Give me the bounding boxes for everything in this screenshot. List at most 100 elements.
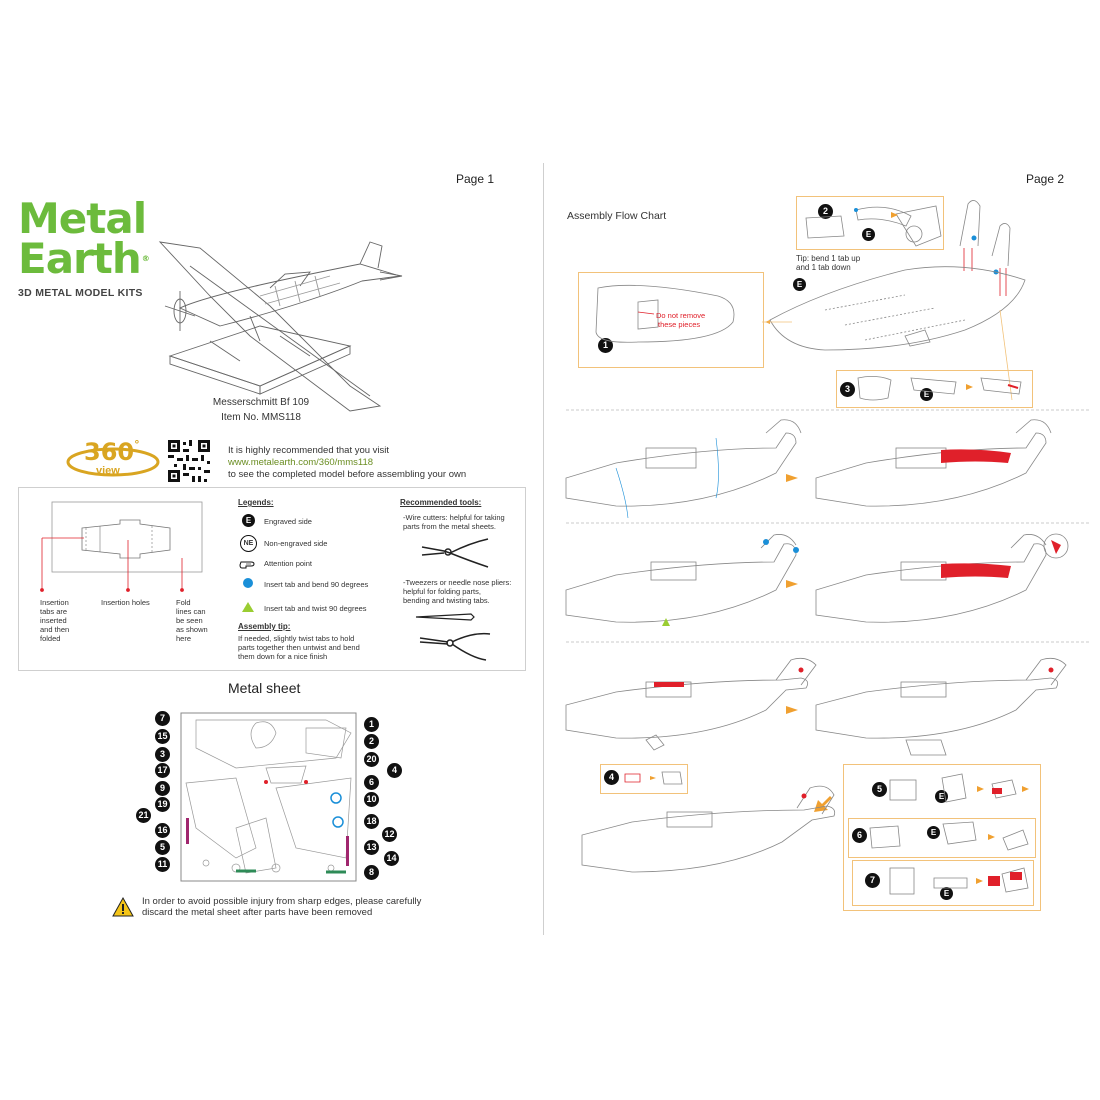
row-3-assembly xyxy=(565,657,1067,756)
view-360-badge[interactable]: 360° view xyxy=(66,436,160,482)
logo-line-2: Earth® xyxy=(18,234,150,283)
part-number-11: 11 xyxy=(155,857,170,872)
blue-dot-icon xyxy=(243,578,253,588)
part-number-15: 15 xyxy=(155,729,170,744)
step-1-box xyxy=(578,272,764,368)
part-number-6: 6 xyxy=(364,775,379,790)
recommend-line-3: to see the completed model before assemb… xyxy=(228,469,467,480)
legends-title: Legends: xyxy=(238,498,274,507)
metal-sheet-title: Metal sheet xyxy=(228,680,301,696)
step-7-box xyxy=(852,860,1034,906)
step-2-parts-illustration xyxy=(805,205,942,247)
arrow-down-left-icon xyxy=(814,796,832,812)
view-360-number: 360° xyxy=(84,438,140,466)
engraved-side-icon: E xyxy=(242,514,255,527)
model-name: Messerschmitt Bf 109 xyxy=(212,397,310,408)
part-number-12: 12 xyxy=(382,827,397,842)
part-number-21: 21 xyxy=(136,808,151,823)
steps-5-7-panel xyxy=(843,764,1041,911)
part-number-16: 16 xyxy=(155,823,170,838)
recommend-line-1: It is highly recommended that you visit xyxy=(228,445,390,456)
non-engraved-side-icon: NE xyxy=(240,535,257,552)
logo-line-1: Metal xyxy=(18,194,147,243)
row-1-assembly xyxy=(565,419,1052,519)
legend-attention-text: Attention point xyxy=(264,559,312,568)
step-2-badge: 2 xyxy=(818,204,833,219)
step-5-parts-illustration xyxy=(889,773,1029,803)
insertion-holes-label: Insertion holes xyxy=(101,598,150,607)
step-4-parts-illustration xyxy=(624,771,683,785)
step-4-badge: 4 xyxy=(604,770,619,785)
part-number-10: 10 xyxy=(364,792,379,807)
part-number-19: 19 xyxy=(155,797,170,812)
step-6-engraved-icon: E xyxy=(927,826,940,839)
pointing-hand-icon xyxy=(239,561,255,569)
wire-cutters-text: -Wire cutters: helpful for taking parts … xyxy=(403,513,505,531)
legend-non-engraved-text: Non-engraved side xyxy=(264,539,328,548)
assembly-flow-title: Assembly Flow Chart xyxy=(567,210,667,222)
step-3-badge: 3 xyxy=(840,382,855,397)
part-number-2: 2 xyxy=(364,734,379,749)
part-number-5: 5 xyxy=(155,840,170,855)
step-7-parts-illustration xyxy=(889,867,1029,895)
warning-line-2: discard the metal sheet after parts have… xyxy=(142,907,373,918)
fuselage-top-illustration xyxy=(765,266,1026,351)
step-7-engraved-icon: E xyxy=(940,887,953,900)
insertion-tabs-label: Insertion tabs are inserted and then fol… xyxy=(40,598,70,643)
needle-nose-pliers-icon xyxy=(419,632,491,661)
step-7-badge: 7 xyxy=(865,873,880,888)
step-5-badge: 5 xyxy=(872,782,887,797)
tab-tip-text: Tip: bend 1 tab up and 1 tab down xyxy=(796,254,861,272)
step-6-box xyxy=(848,818,1036,858)
do-not-remove-line-2: these pieces xyxy=(658,320,700,329)
green-triangle-icon xyxy=(242,602,254,612)
tweezers-icon xyxy=(415,613,475,621)
page-1-label: Page 1 xyxy=(456,172,495,186)
insertion-diagram xyxy=(40,501,203,592)
tweezers-text: -Tweezers or needle nose pliers: helpful… xyxy=(403,578,512,605)
legend-engraved-text: Engraved side xyxy=(264,517,312,526)
part-number-20: 20 xyxy=(364,752,379,767)
part-number-8: 8 xyxy=(364,865,379,880)
step-3-parts-illustration xyxy=(857,376,1022,401)
part-number-4: 4 xyxy=(387,763,402,778)
view-360-word: view xyxy=(96,465,120,477)
row-2-assembly xyxy=(565,533,1069,626)
step-1-badge: 1 xyxy=(598,338,613,353)
assembly-tip-text: If needed, slightly twist tabs to hold p… xyxy=(238,634,360,661)
part-number-13: 13 xyxy=(364,840,379,855)
item-number: Item No. MMS118 xyxy=(221,412,301,423)
fold-lines-label: Fold lines can be seen as shown here xyxy=(176,598,208,643)
part-number-1: 1 xyxy=(364,717,379,732)
step-2-engraved-icon: E xyxy=(862,228,875,241)
step-4-box xyxy=(600,764,688,794)
metal-sheet-diagram xyxy=(180,712,357,882)
step-3-box xyxy=(836,370,1033,408)
step-6-badge: 6 xyxy=(852,828,867,843)
step-1-fuselage-part: Do not remove these pieces xyxy=(595,284,735,343)
assembly-tip-title: Assembly tip: xyxy=(238,622,291,631)
part-number-7: 7 xyxy=(155,711,170,726)
warning-icon xyxy=(112,896,134,917)
qr-code-icon[interactable] xyxy=(168,440,210,482)
step-2-box xyxy=(796,196,944,250)
do-not-remove-line-1: Do not remove xyxy=(656,311,705,320)
wire-cutters-icon xyxy=(421,538,489,568)
part-number-18: 18 xyxy=(364,814,379,829)
step-6-parts-illustration xyxy=(869,821,1029,851)
tools-title: Recommended tools: xyxy=(400,498,482,507)
recommend-url-link[interactable]: www.metalearth.com/360/mms118 xyxy=(228,457,374,468)
final-assembly xyxy=(581,785,836,873)
page-divider xyxy=(543,163,544,935)
legend-twist-text: Insert tab and twist 90 degrees xyxy=(264,604,367,613)
warning-line-1: In order to avoid possible injury from s… xyxy=(142,896,422,907)
legends-panel xyxy=(18,487,526,671)
part-number-14: 14 xyxy=(384,851,399,866)
view-360-ring-icon xyxy=(66,447,160,477)
part-number-3: 3 xyxy=(155,747,170,762)
logo-subtitle: 3D METAL MODEL KITS xyxy=(18,287,143,299)
page-2-label: Page 2 xyxy=(1026,172,1065,186)
metal-earth-logo: Metal Earth® 3D METAL MODEL KITS xyxy=(18,194,150,300)
legend-bend-text: Insert tab and bend 90 degrees xyxy=(264,580,369,589)
plane-illustration xyxy=(158,241,403,412)
